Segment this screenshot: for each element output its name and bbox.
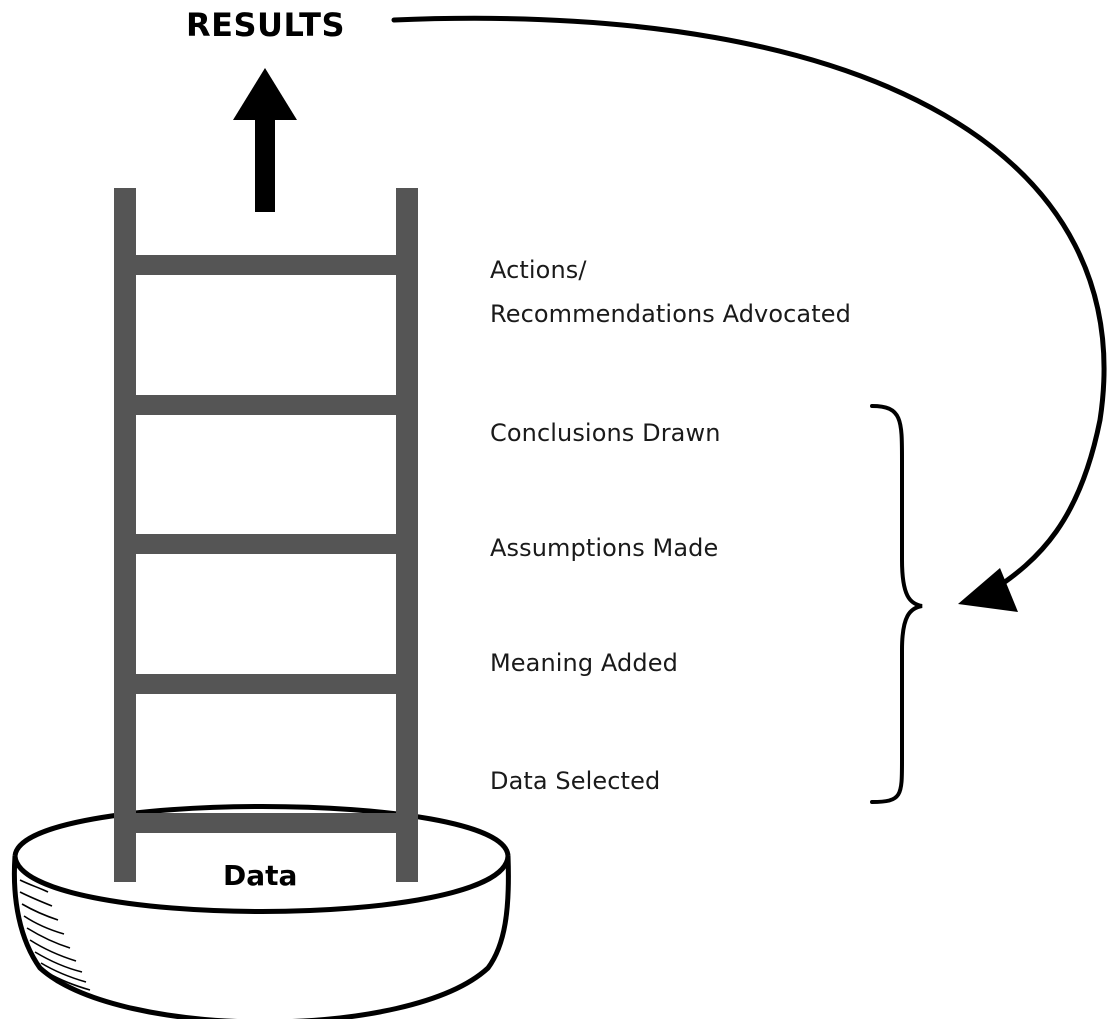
rung-label-actions-line1: Actions/ (490, 256, 587, 284)
results-label: RESULTS (186, 6, 345, 44)
up-arrow-head (233, 68, 297, 120)
data-pool-bowl (11, 855, 511, 1019)
rung-label-data-selected: Data Selected (490, 767, 661, 795)
ladder-rung (136, 534, 396, 554)
rung-label-actions-line2: Recommendations Advocated (490, 300, 851, 328)
ladder-rung (136, 255, 396, 275)
rung-label-assumptions: Assumptions Made (490, 534, 719, 562)
ladder-rung (136, 674, 396, 694)
ladder-rung (136, 813, 396, 833)
rung-label-meaning: Meaning Added (490, 649, 678, 677)
feedback-loop-arrowhead (958, 568, 1018, 612)
rung-label-conclusions: Conclusions Drawn (490, 419, 721, 447)
data-pool-front-rim (12, 855, 511, 914)
rung-label-actions: Actions/ Recommendations Advocated (490, 248, 851, 336)
grouping-bracket (870, 404, 923, 804)
ladder-left-rail (114, 188, 136, 882)
ladder (114, 188, 418, 882)
ladder-right-rail (396, 188, 418, 882)
data-pool-back-rim (12, 804, 511, 857)
data-pool-shading (19, 879, 93, 996)
data-pool-label: Data (223, 859, 298, 892)
feedback-loop-arrow (391, 15, 1107, 595)
ladder-rung (136, 395, 396, 415)
up-arrow-shaft (255, 108, 275, 212)
